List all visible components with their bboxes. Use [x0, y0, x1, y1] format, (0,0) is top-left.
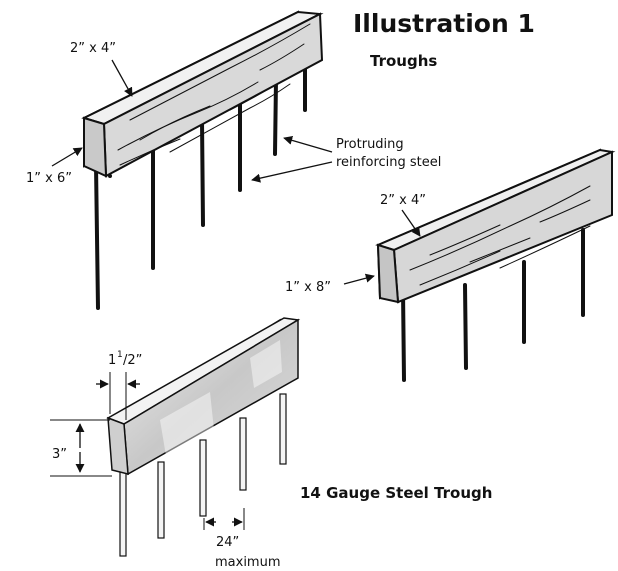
steel-trough-width-den: /2” [123, 353, 142, 368]
steel-trough-width-num: 1 [117, 350, 123, 360]
steel-trough-caption: 14 Gauge Steel Trough [300, 484, 492, 502]
wood-trough-2-side-board-label: 1” x 8” [285, 280, 331, 295]
wood-trough-1-side-board-label: 1” x 6” [26, 171, 72, 186]
steel-trough-height-label: 3” [52, 447, 67, 462]
steel-trough-width-label: 1 1 /2” [108, 350, 142, 368]
illustration-title: Illustration 1 [353, 9, 535, 38]
steel-trough-width-whole: 1 [108, 353, 116, 368]
illustration-subtitle: Troughs [370, 52, 437, 70]
wood-trough-1-top-board-label: 2” x 4” [70, 41, 116, 56]
wood-trough-1-steel-note-line2: reinforcing steel [336, 155, 441, 170]
steel-trough-spacing-note: maximum [215, 555, 281, 570]
wood-trough-1-steel-note-line1: Protruding [336, 137, 404, 152]
wood-trough-2-rebar [401, 228, 585, 382]
steel-trough [106, 317, 301, 557]
wood-trough-1 [81, 10, 324, 310]
wood-trough-2-top-board-label: 2” x 4” [380, 193, 426, 208]
steel-trough-spacing-label: 24” [216, 535, 239, 550]
wood-trough-2 [375, 148, 616, 382]
